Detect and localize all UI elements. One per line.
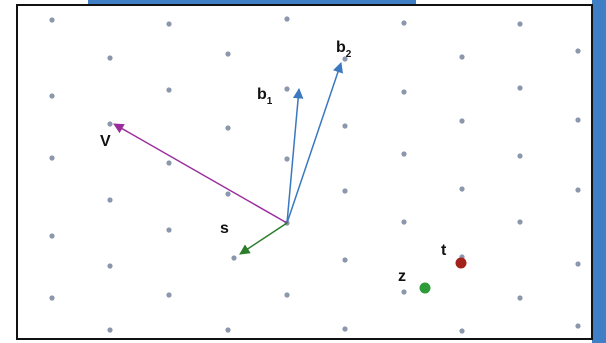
lattice-dot <box>575 187 581 193</box>
lattice-dot <box>225 191 231 197</box>
lattice-dot <box>459 186 465 192</box>
side-bar <box>592 0 606 343</box>
label-t: t <box>441 242 447 259</box>
vector-s <box>239 222 288 255</box>
lattice-dot <box>49 93 55 99</box>
lattice-dot <box>49 233 55 239</box>
top-strip <box>88 0 416 5</box>
lattice-dot <box>225 327 231 333</box>
lattice-dot <box>49 155 55 161</box>
lattice-dot <box>284 156 290 162</box>
lattice-dot <box>459 54 465 60</box>
lattice-dot <box>401 289 407 295</box>
lattice-dot <box>107 263 113 269</box>
lattice-dot <box>166 87 172 93</box>
label-b1: b1 <box>257 86 273 107</box>
lattice-dot <box>517 153 523 159</box>
lattice-dot <box>342 188 348 194</box>
vector-v <box>113 123 288 224</box>
lattice-dot <box>342 257 348 263</box>
point-z <box>419 282 431 294</box>
lattice-points <box>49 16 581 334</box>
label-v: V <box>100 133 111 150</box>
lattice-dot <box>166 160 172 166</box>
lattice-dot <box>517 21 523 27</box>
vector-b2 <box>286 62 343 224</box>
lattice-dot <box>517 85 523 91</box>
lattice-dot <box>342 56 348 62</box>
lattice-dot <box>49 295 55 301</box>
lattice-dot <box>401 219 407 225</box>
lattice-dot <box>342 123 348 129</box>
lattice-dot <box>575 48 581 54</box>
label-b2: b2 <box>336 39 352 60</box>
point-t <box>455 257 467 269</box>
lattice-dot <box>284 292 290 298</box>
lattice-dot <box>342 326 348 332</box>
lattice-dot <box>517 219 523 225</box>
lattice-dot <box>166 227 172 233</box>
label-s: s <box>220 220 229 237</box>
lattice-dot <box>107 55 113 61</box>
lattice-dot <box>401 89 407 95</box>
lattice-dot <box>401 151 407 157</box>
lattice-dot <box>517 295 523 301</box>
lattice-dot <box>401 20 407 26</box>
lattice-dot <box>575 261 581 267</box>
label-z: z <box>398 268 406 285</box>
lattice-dot <box>49 17 55 23</box>
lattice-dot <box>107 327 113 333</box>
lattice-dot <box>284 86 290 92</box>
lattice-dot <box>166 21 172 27</box>
lattice-dot <box>225 125 231 131</box>
lattice-dot <box>231 255 237 261</box>
lattice-dot <box>575 117 581 123</box>
lattice-dot <box>225 51 231 57</box>
lattice-dot <box>107 121 113 127</box>
lattice-dot <box>284 16 290 22</box>
lattice-dot <box>107 197 113 203</box>
lattice-dot <box>166 292 172 298</box>
lattice-dot <box>459 328 465 334</box>
vector-b1 <box>286 87 304 224</box>
lattice-dot <box>575 323 581 329</box>
lattice-dot <box>459 118 465 124</box>
